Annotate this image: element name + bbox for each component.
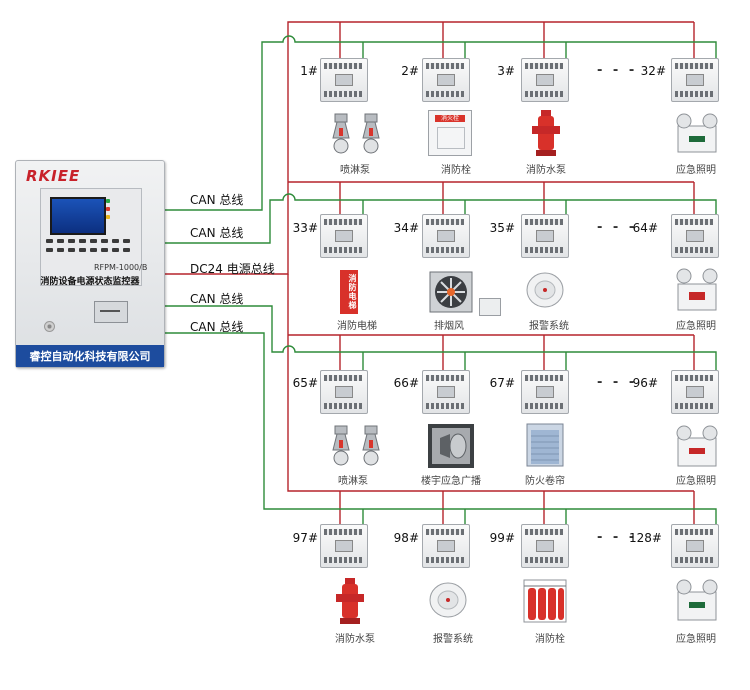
lcd-screen xyxy=(50,197,106,235)
company-name: 睿控自动化科技有限公司 xyxy=(29,350,151,363)
power-drop xyxy=(339,182,695,214)
power-monitor-module xyxy=(422,214,470,258)
power-monitor-module xyxy=(422,370,470,414)
can-drop xyxy=(362,200,567,214)
module-address: 33# xyxy=(292,221,318,235)
bus-label-dc24: DC24 电源总线 xyxy=(190,262,275,276)
emergency-light-icon xyxy=(676,268,718,311)
fire-pump-icon xyxy=(336,578,364,624)
bus-label-can-2: CAN 总线 xyxy=(190,226,244,240)
ellipsis: - - - xyxy=(597,375,638,390)
can-drop xyxy=(362,42,567,58)
gas-cylinder-rack-icon xyxy=(523,579,567,623)
sprinkler-icon xyxy=(332,113,380,154)
module-address: 34# xyxy=(393,221,419,235)
device-label: 消防水泵 xyxy=(526,165,566,176)
smoke-detector-icon xyxy=(526,272,564,308)
device-label: 排烟风 xyxy=(434,321,464,332)
device-label: 应急照明 xyxy=(676,321,716,332)
emergency-light-icon xyxy=(676,425,718,467)
smoke-exhaust-fan-icon xyxy=(429,271,473,313)
device-label: 楼宇应急广播 xyxy=(421,476,481,487)
module-address: 96# xyxy=(632,376,658,390)
module-address: 3# xyxy=(497,64,515,78)
fire-elevator-sign-icon: 消防电梯 xyxy=(340,270,358,314)
device-label: 消防栓 xyxy=(535,634,565,645)
module-address: 65# xyxy=(292,376,318,390)
device-label: 报警系统 xyxy=(433,634,473,645)
device-label: 应急照明 xyxy=(676,165,716,176)
module-address: 35# xyxy=(489,221,515,235)
device-label: 喷淋泵 xyxy=(340,165,370,176)
can-bus-line xyxy=(163,305,717,370)
hydrant-box-icon: 消火栓 xyxy=(428,110,472,156)
module-address: 32# xyxy=(640,64,666,78)
device-label: 消防栓 xyxy=(441,165,471,176)
power-monitor-module xyxy=(320,524,368,568)
bus-label-can-1: CAN 总线 xyxy=(190,193,244,207)
module-address: 64# xyxy=(632,221,658,235)
brand-logo: RKIEE xyxy=(26,167,81,185)
power-drop xyxy=(339,22,695,58)
power-monitor-module xyxy=(521,524,569,568)
module-address: 98# xyxy=(393,531,419,545)
smoke-detector-icon xyxy=(429,582,467,618)
control-box-icon xyxy=(479,298,501,316)
module-address: 1# xyxy=(300,64,318,78)
printer-slot xyxy=(94,301,128,323)
module-address: 2# xyxy=(401,64,419,78)
controller-name: 消防设备电源状态监控器 xyxy=(40,277,140,287)
power-monitor-module xyxy=(521,370,569,414)
power-monitor-module xyxy=(422,58,470,102)
company-bar xyxy=(16,345,164,367)
module-address: 67# xyxy=(489,376,515,390)
can-bus-line xyxy=(163,35,717,211)
hydrant-box-badge: 消火栓 xyxy=(435,115,465,122)
can-drop xyxy=(362,509,567,524)
module-address: 66# xyxy=(393,376,419,390)
device-label: 消防电梯 xyxy=(337,321,377,332)
power-monitor-module xyxy=(521,214,569,258)
device-label: 应急照明 xyxy=(676,634,716,645)
model-number: RFPM-1000/B xyxy=(94,263,148,272)
ellipsis: - - - xyxy=(597,63,638,78)
power-monitor-module xyxy=(320,58,368,102)
fire-shutter-icon xyxy=(526,423,564,467)
can-bus-line xyxy=(163,332,717,524)
emergency-light-icon xyxy=(676,579,718,621)
power-monitor-module xyxy=(671,370,719,414)
monitor-controller-cabinet: RKIEE RFPM-1000/B 消防设备电源状态监控器 睿控自动化科技有限公… xyxy=(15,160,165,368)
can-drop xyxy=(362,352,567,370)
sprinkler-icon xyxy=(332,425,380,466)
ellipsis: - - - xyxy=(597,220,638,235)
module-address: 99# xyxy=(489,531,515,545)
fire-pump-icon xyxy=(532,110,560,156)
module-address: 97# xyxy=(292,531,318,545)
buzzer-icon xyxy=(44,321,55,332)
bus-label-can-3: CAN 总线 xyxy=(190,292,244,306)
device-label: 应急照明 xyxy=(676,476,716,487)
power-monitor-module xyxy=(671,214,719,258)
device-label: 消防水泵 xyxy=(335,634,375,645)
device-label: 喷淋泵 xyxy=(338,476,368,487)
power-monitor-module xyxy=(671,58,719,102)
bus-label-can-4: CAN 总线 xyxy=(190,320,244,334)
ellipsis: - - - xyxy=(597,530,638,545)
power-monitor-module xyxy=(320,370,368,414)
module-address: 128# xyxy=(629,531,662,545)
device-label: 报警系统 xyxy=(529,321,569,332)
device-label: 防火卷帘 xyxy=(525,476,565,487)
power-bus-line xyxy=(163,21,694,275)
broadcast-speaker-icon xyxy=(428,424,474,468)
emergency-light-icon xyxy=(676,113,718,153)
power-drop xyxy=(339,491,695,524)
power-monitor-module xyxy=(422,524,470,568)
power-monitor-module xyxy=(521,58,569,102)
can-bus-line xyxy=(163,193,717,244)
power-monitor-module xyxy=(671,524,719,568)
power-monitor-module xyxy=(320,214,368,258)
